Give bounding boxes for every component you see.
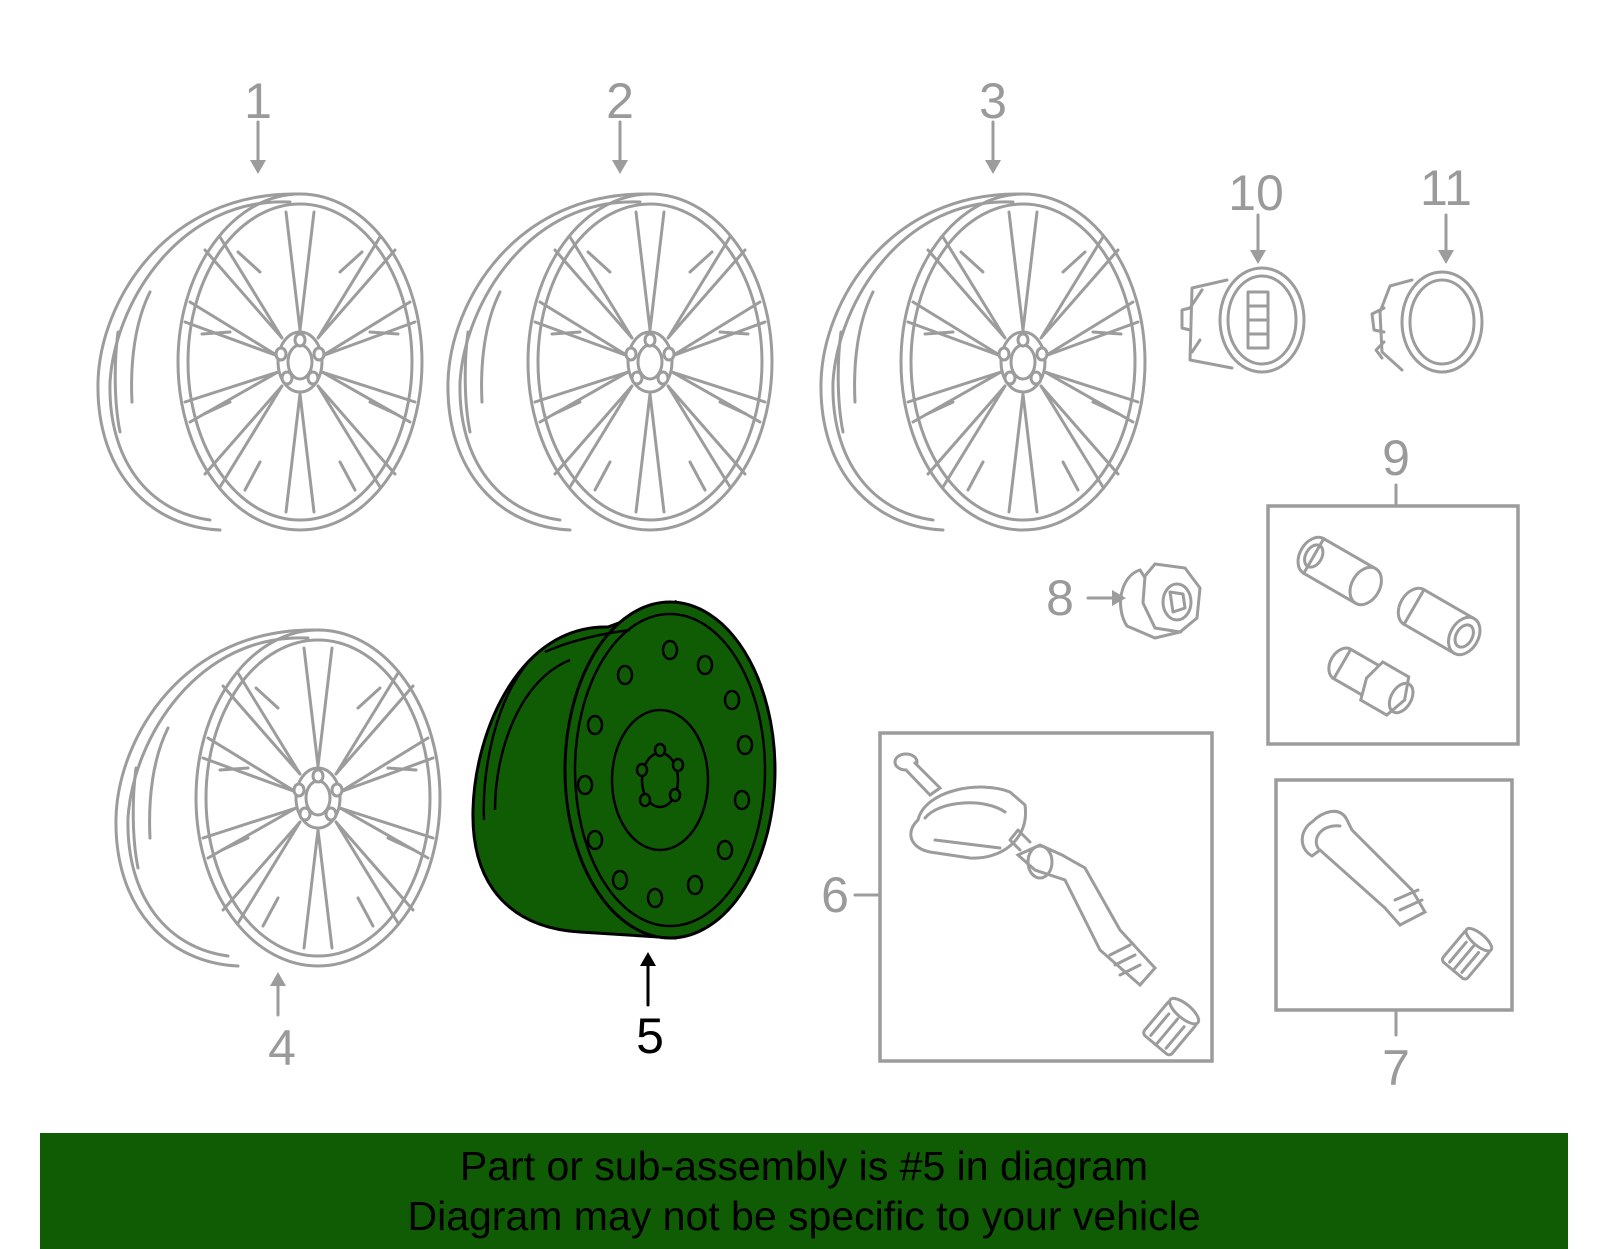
callout-numbers: 1 2 3 4 5 6 7 8 9 10 11 xyxy=(244,73,1472,1096)
callout-5: 5 xyxy=(636,1008,664,1064)
callout-9: 9 xyxy=(1382,430,1410,486)
callout-7: 7 xyxy=(1382,1040,1410,1096)
callout-1: 1 xyxy=(244,73,272,129)
wheel-1[interactable] xyxy=(96,192,424,532)
wheel-2[interactable] xyxy=(446,192,774,532)
wheel-5-highlighted[interactable] xyxy=(471,599,777,940)
callout-4: 4 xyxy=(268,1020,296,1076)
locking-lug-nut-kit-9[interactable] xyxy=(1266,504,1520,746)
wheel-3[interactable] xyxy=(819,192,1147,532)
center-cap-10[interactable] xyxy=(1180,266,1306,374)
leader-lines xyxy=(250,120,1454,1037)
part-notice-banner: Part or sub-assembly is #5 in diagram Di… xyxy=(40,1133,1568,1249)
callout-2: 2 xyxy=(606,73,634,129)
valve-stem-kit-7[interactable] xyxy=(1274,778,1514,1012)
callout-10: 10 xyxy=(1228,165,1284,221)
lug-nut-8[interactable] xyxy=(1119,562,1202,640)
tpms-sensor-kit-6[interactable] xyxy=(878,731,1214,1063)
callout-8: 8 xyxy=(1046,570,1074,626)
wheel-4[interactable] xyxy=(114,628,442,968)
banner-line-2: Diagram may not be specific to your vehi… xyxy=(407,1193,1201,1239)
center-cap-11[interactable] xyxy=(1370,270,1484,374)
callout-3: 3 xyxy=(979,73,1007,129)
callout-6: 6 xyxy=(821,867,849,923)
callout-11: 11 xyxy=(1420,160,1472,216)
banner-line-1: Part or sub-assembly is #5 in diagram xyxy=(459,1143,1149,1189)
